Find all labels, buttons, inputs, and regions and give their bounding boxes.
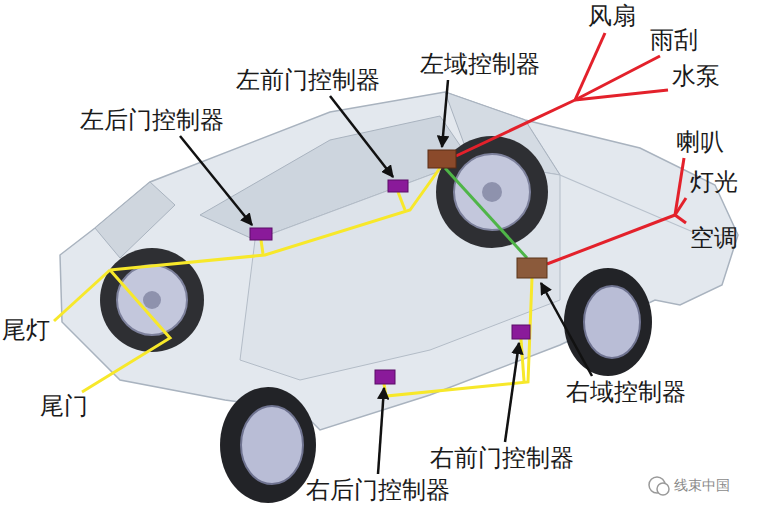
door-controller bbox=[250, 228, 272, 240]
controller-label: 右前门控制器 bbox=[430, 446, 574, 470]
red-wire bbox=[575, 33, 605, 100]
controller-label: 左前门控制器 bbox=[236, 68, 380, 92]
red-wire bbox=[575, 90, 668, 100]
component-label: 喇叭 bbox=[676, 130, 724, 154]
controller-label: 右后门控制器 bbox=[306, 478, 450, 502]
component-label: 水泵 bbox=[672, 64, 720, 88]
yellow-wire bbox=[82, 270, 170, 392]
yellow-wire bbox=[110, 168, 440, 270]
component-label: 尾灯 bbox=[2, 318, 50, 342]
leader-arrow bbox=[180, 136, 252, 225]
controller-label: 左后门控制器 bbox=[80, 108, 224, 132]
right-front-tire bbox=[564, 268, 652, 376]
leader-arrow bbox=[505, 343, 519, 442]
leader-arrow bbox=[442, 80, 448, 147]
door-controller bbox=[512, 325, 530, 339]
watermark-icon bbox=[657, 483, 669, 495]
component-label: 风扇 bbox=[588, 4, 636, 28]
yellow-wire bbox=[398, 192, 405, 210]
door-controller bbox=[388, 180, 408, 192]
red-wire bbox=[675, 215, 686, 223]
yellow-wire bbox=[521, 339, 524, 381]
car-body bbox=[60, 92, 738, 430]
component-label: 雨刮 bbox=[650, 28, 698, 52]
left-front-hub bbox=[482, 182, 502, 202]
controller-label: 左域控制器 bbox=[420, 52, 540, 76]
red-wire bbox=[675, 198, 686, 215]
leader-arrow bbox=[330, 96, 393, 177]
red-wire bbox=[456, 100, 575, 156]
yellow-wire bbox=[261, 240, 263, 254]
domain-controller bbox=[517, 258, 547, 278]
left-rear-hub bbox=[143, 291, 161, 309]
right-rear-tire bbox=[220, 387, 316, 503]
green-bus bbox=[445, 168, 527, 258]
yellow-wire bbox=[54, 270, 110, 321]
watermark: 线束中国 bbox=[674, 478, 730, 492]
leader-arrow bbox=[378, 388, 384, 474]
red-wire bbox=[547, 215, 675, 264]
right-front-rim bbox=[584, 286, 640, 358]
leader-arrow bbox=[541, 283, 592, 376]
component-label: 灯光 bbox=[690, 170, 738, 194]
component-label: 空调 bbox=[690, 226, 738, 250]
domain-controller bbox=[428, 150, 456, 168]
left-rear-rim bbox=[117, 265, 187, 335]
yellow-wire bbox=[384, 278, 532, 396]
right-rear-rim bbox=[241, 406, 303, 484]
component-label: 尾门 bbox=[40, 394, 88, 418]
controller-label: 右域控制器 bbox=[566, 380, 686, 404]
rear-window bbox=[95, 182, 175, 258]
door-controller bbox=[375, 370, 395, 384]
